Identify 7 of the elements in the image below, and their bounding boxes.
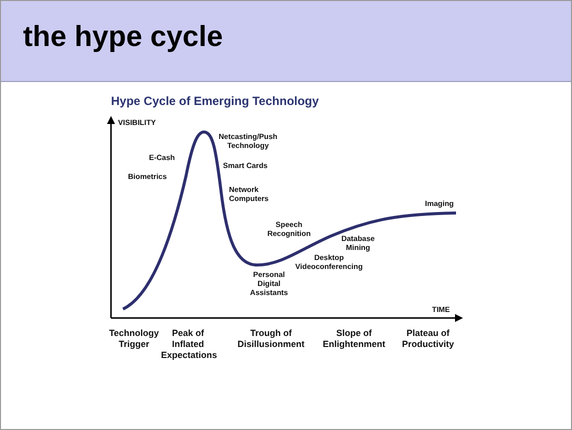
phase-label: Trough of Disillusionment	[236, 328, 306, 350]
slide-title: the hype cycle	[23, 21, 223, 54]
chart-title: Hype Cycle of Emerging Technology	[111, 94, 319, 108]
phase-label: Peak of Inflated Expectations	[161, 328, 215, 361]
phase-label: Plateau of Productivity	[400, 328, 455, 350]
phase-label: Slope of Enlightenment	[322, 328, 386, 350]
phase-label: Technology Trigger	[108, 328, 160, 350]
